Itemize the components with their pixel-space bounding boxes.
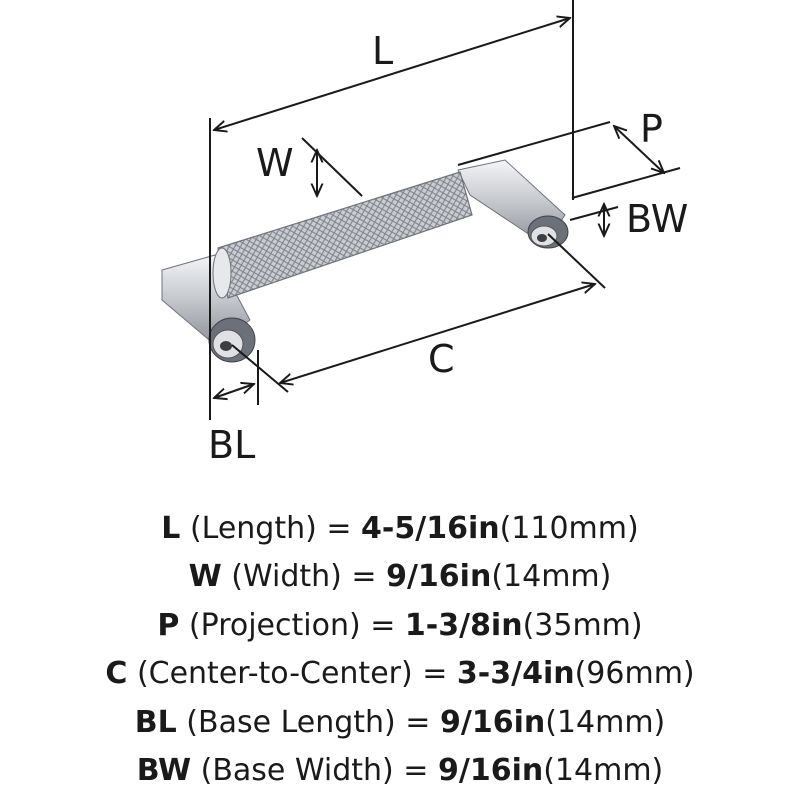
spec-imperial: 4-5/16in <box>361 511 500 546</box>
label-W: W <box>256 141 294 185</box>
label-L: L <box>372 29 393 73</box>
spec-imperial: 9/16in <box>386 559 492 595</box>
spec-imperial: 9/16in <box>437 752 544 788</box>
label-BW: BW <box>626 197 688 241</box>
dimension-line-base-length <box>214 384 254 398</box>
label-BL: BL <box>208 423 255 467</box>
spec-metric: (96mm) <box>574 656 695 692</box>
spec-imperial: 9/16in <box>439 704 546 740</box>
dimension-lines <box>209 0 681 420</box>
handle-back-post <box>527 215 569 249</box>
spec-row-length: L (Length) = 4-5/16in(110mm) <box>161 511 639 546</box>
spec-metric: (14mm) <box>545 704 666 740</box>
spec-code: C <box>105 656 128 692</box>
spec-description: (Base Length) <box>186 704 396 740</box>
spec-row-width: W (Width) = 9/16in(14mm) <box>188 559 612 595</box>
spec-metric: (14mm) <box>491 559 612 595</box>
spec-code: P <box>157 607 180 643</box>
spec-metric: (14mm) <box>543 752 664 788</box>
spec-description: (Projection) <box>188 607 361 643</box>
spec-row-base-width: BW (Base Width) = 9/16in(14mm) <box>136 752 664 788</box>
spec-description: (Width) <box>231 559 342 595</box>
spec-row-base-length: BL (Base Length) = 9/16in(14mm) <box>134 704 666 740</box>
label-C: C <box>428 337 455 381</box>
spec-description: (Length) <box>189 511 317 546</box>
grip-end-cap-left <box>212 247 232 299</box>
spec-metric: (110mm) <box>499 511 639 546</box>
dimension-spec-list: L (Length) = 4-5/16in(110mm) W (Width) =… <box>0 505 800 795</box>
spec-code: BL <box>134 704 177 740</box>
spec-description: (Base Width) <box>200 752 394 788</box>
spec-code: BW <box>136 752 192 788</box>
spec-imperial: 3-3/4in <box>456 656 575 692</box>
handle-knurled-grip <box>217 171 473 299</box>
dimension-line-center-to-center <box>280 284 595 383</box>
spec-description: (Center-to-Center) <box>136 656 413 692</box>
cabinet-handle <box>161 159 569 363</box>
spec-code: L <box>161 511 181 546</box>
spec-imperial: 1-3/8in <box>404 607 523 643</box>
label-P: P <box>640 107 663 151</box>
handle-front-post <box>208 317 256 363</box>
handle-dimension-diagram: L W P BW C BL <box>161 0 688 467</box>
spec-row-center-to-center: C (Center-to-Center) = 3-3/4in(96mm) <box>105 656 695 692</box>
spec-metric: (35mm) <box>522 607 643 643</box>
spec-row-projection: P (Projection) = 1-3/8in(35mm) <box>157 607 643 643</box>
spec-code: W <box>188 559 222 595</box>
dimension-line-projection <box>614 126 664 173</box>
dimension-line-length <box>214 18 570 130</box>
